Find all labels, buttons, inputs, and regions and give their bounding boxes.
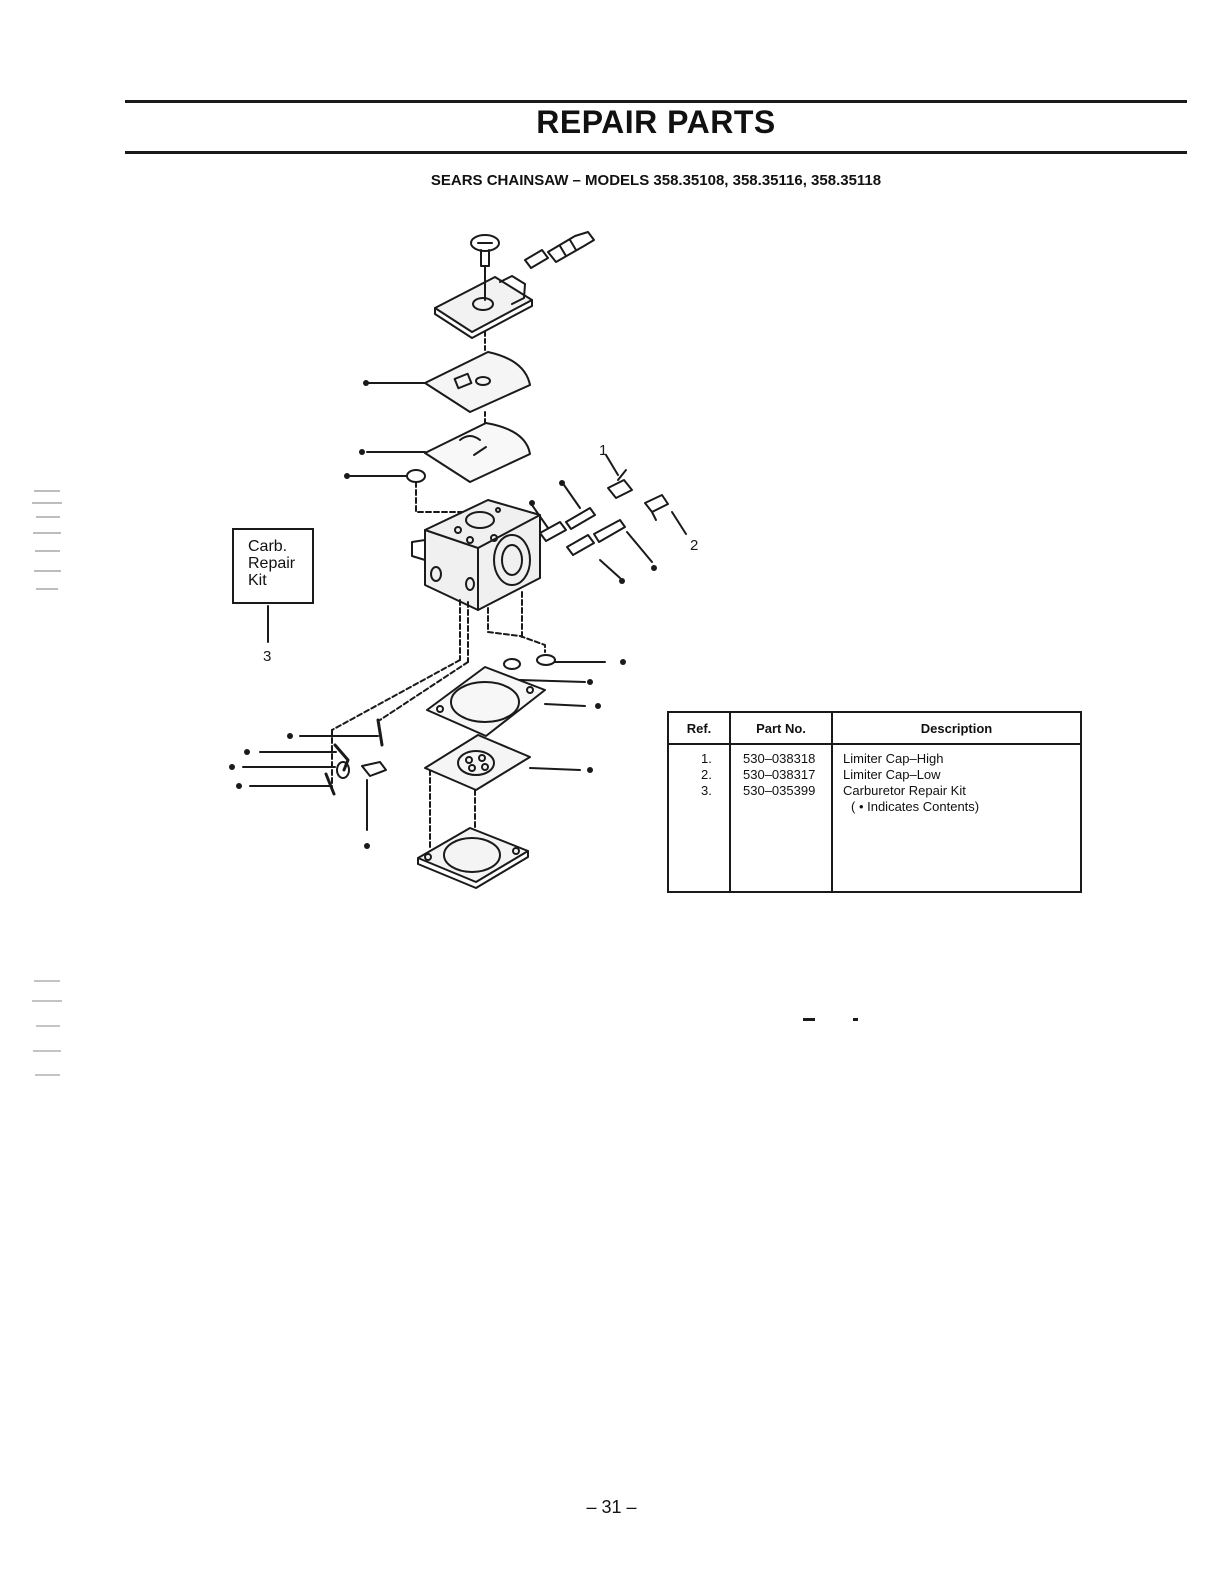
description-cell: Carburetor Repair Kit — [843, 783, 1080, 799]
description-cell: Limiter Cap–Low — [843, 767, 1080, 783]
pump-cover-part — [418, 828, 528, 888]
header-description: Description — [832, 712, 1081, 744]
scan-artifact — [30, 970, 70, 1090]
inlet-needle-parts — [243, 720, 386, 830]
parts-table: Ref. Part No. Description 1. 2. 3. 530–0… — [667, 711, 1082, 893]
part-no-cell: 530–035399 — [743, 783, 831, 799]
kit-content-bullets — [229, 380, 858, 1021]
kit-label-line: Kit — [248, 572, 312, 589]
scan-artifact — [30, 480, 70, 610]
kit-label-line: Repair — [248, 555, 312, 572]
needle-valve-low-part — [567, 520, 652, 578]
top-screw-part — [471, 235, 499, 266]
part-no-cell: 530–038317 — [743, 767, 831, 783]
pump-gasket-part — [427, 667, 585, 736]
limiter-cap-high-part — [606, 455, 632, 498]
adjusting-screw-part — [525, 232, 594, 268]
pump-diaphragm-part — [425, 735, 580, 790]
callout-3: 3 — [263, 648, 271, 665]
header-ref: Ref. — [668, 712, 730, 744]
carburetor-body-part — [412, 500, 540, 610]
description-cell: Limiter Cap–High — [843, 751, 1080, 767]
page-number: – 31 – — [0, 1497, 1223, 1518]
metering-diaphragm-part — [367, 352, 530, 412]
carb-repair-kit-label: Carb. Repair Kit — [232, 528, 314, 604]
contents-note: ( • Indicates Contents) — [843, 799, 1080, 815]
guide-lines — [332, 592, 545, 850]
callout-1: 1 — [599, 442, 607, 459]
ref-cell: 2. — [701, 767, 729, 783]
header-part-no: Part No. — [730, 712, 832, 744]
ref-column: 1. 2. 3. — [668, 744, 730, 892]
part-no-cell: 530–038318 — [743, 751, 831, 767]
parts-table-header: Ref. Part No. Description — [668, 712, 1081, 744]
callout-2: 2 — [690, 537, 698, 554]
description-column: Limiter Cap–High Limiter Cap–Low Carbure… — [832, 744, 1081, 892]
ref-cell: 3. — [701, 783, 729, 799]
kit-label-line: Carb. — [248, 538, 312, 555]
metering-cover-part — [435, 266, 532, 352]
part-no-column: 530–038318 530–038317 530–035399 — [730, 744, 832, 892]
washer-part — [350, 470, 468, 512]
table-row: 1. 2. 3. 530–038318 530–038317 530–03539… — [668, 744, 1081, 892]
check-valve-parts — [504, 655, 605, 682]
metering-gasket-part — [367, 412, 530, 482]
ref-cell: 1. — [701, 751, 729, 767]
